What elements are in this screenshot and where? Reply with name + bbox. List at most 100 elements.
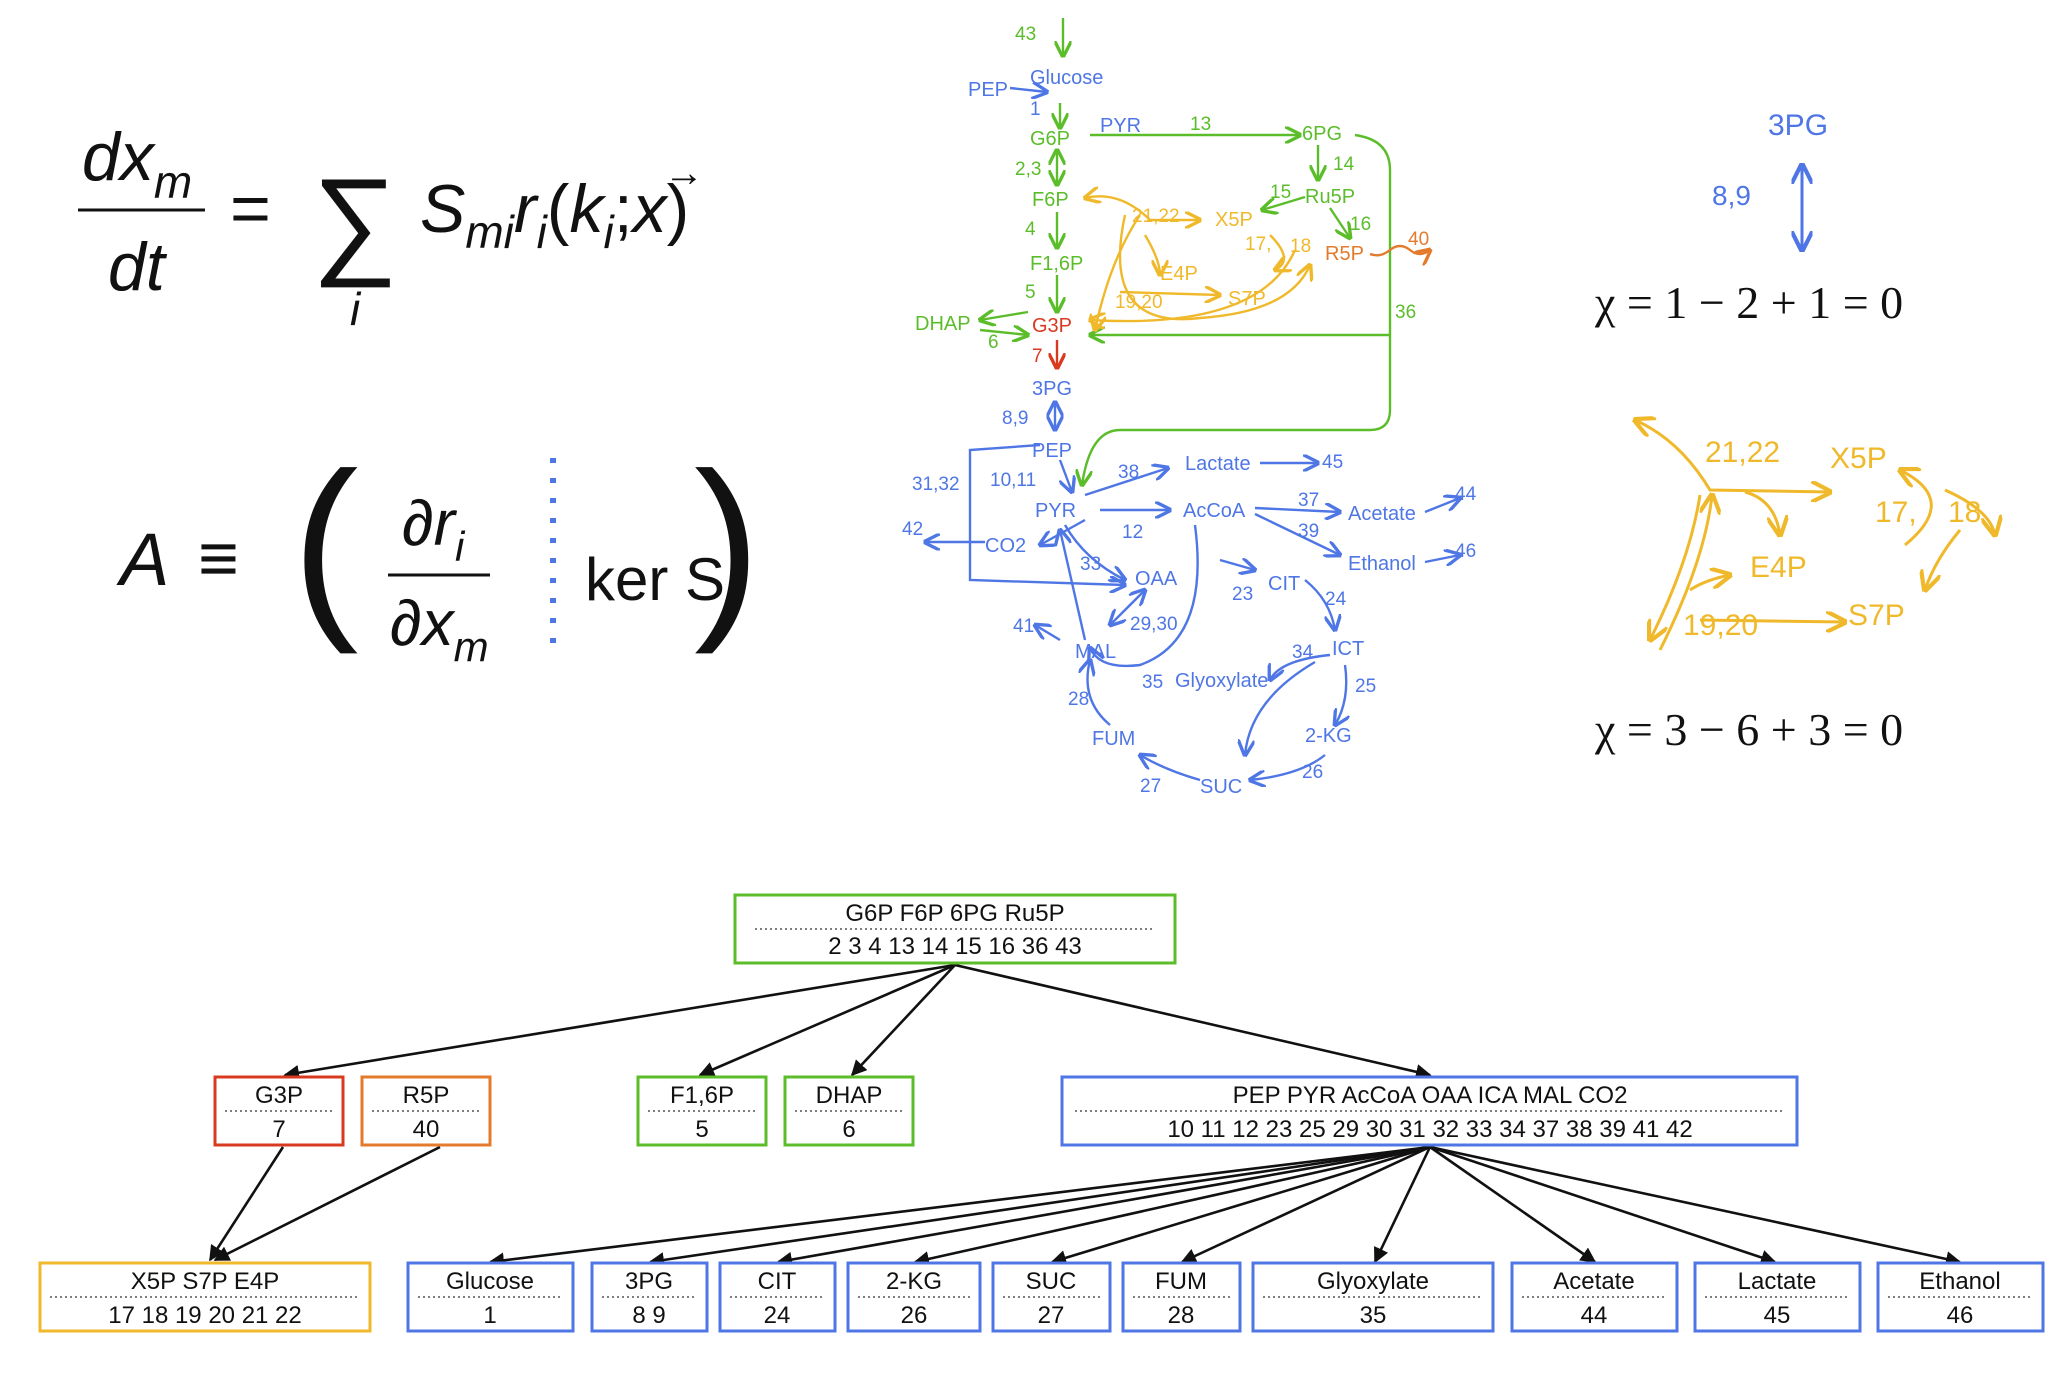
tree-cit-metabolites: CIT [758, 1268, 797, 1295]
tree-root-reactions: 2 3 4 13 14 15 16 36 43 [828, 933, 1082, 960]
a-right-paren: ) [694, 432, 761, 655]
a-symbol: A [116, 518, 169, 601]
ode-numerator: dxm [82, 119, 192, 208]
a-matrix-equation: A ≡ ( ∂ri ∂xm ker S ) [116, 432, 761, 670]
tree-glucose-metabolites: Glucose [446, 1268, 534, 1295]
tree-glucose-reactions: 1 [483, 1302, 496, 1329]
tree-lactate-reactions: 45 [1764, 1302, 1791, 1329]
tree-central-metabolites: PEP PYR AcCoA OAA ICA MAL CO2 [1233, 1082, 1628, 1109]
met-r5p: R5P [1325, 243, 1364, 265]
tree-x5p-reactions: 17 18 19 20 21 22 [108, 1302, 302, 1329]
tree-3pg-metabolites: 3PG [625, 1268, 673, 1295]
rxn-17: 17, [1245, 234, 1271, 255]
met-2kg: 2-KG [1305, 725, 1352, 747]
tree-edge-sub-fum [1180, 1145, 1431, 1264]
cycle2-edge-21-22 [1635, 420, 1830, 492]
decomposition-tree: G6P F6P 6PG Ru5P 2 3 4 13 14 15 16 36 43… [38, 893, 2045, 1333]
tree-edge-sub-2kg [913, 1145, 1431, 1267]
chi-equation-2: χ = 3 − 6 + 3 = 0 [1594, 704, 1903, 755]
met-acetate: Acetate [1348, 503, 1416, 525]
metabolite-labels: Glucose PEP PYR G6P 6PG F6P Ru5P X5P R5P… [915, 67, 1416, 798]
rxn-36: 36 [1395, 302, 1416, 323]
tree-central-reactions: 10 11 12 23 25 29 30 31 32 33 34 37 38 3… [1167, 1116, 1692, 1143]
tree-edge-sub-ethanol [1429, 1145, 1962, 1267]
rxn-35: 35 [1142, 672, 1163, 693]
tree-edge-sub-3pg [648, 1145, 1431, 1268]
tree-ethanol-reactions: 46 [1947, 1302, 1974, 1329]
met-s7p: S7P [1228, 288, 1266, 310]
tree-edge-root-dhap [850, 964, 956, 1077]
edge-44 [1424, 498, 1460, 514]
rxn-10-11: 10,11 [990, 470, 1036, 491]
met-g3p: G3P [1032, 315, 1072, 337]
cycle2-met-s7p: S7P [1848, 599, 1905, 632]
tree-node-cit: CIT 24 [718, 1261, 837, 1333]
edge-37 [1254, 508, 1340, 512]
cycle2-edge-e4p [1744, 490, 1780, 535]
ode-rhs: Smiri(ki;x) [420, 171, 689, 258]
tree-r5p-metabolites: R5P [403, 1082, 450, 1109]
tree-f16p-reactions: 5 [695, 1116, 708, 1143]
tree-edge-sub-acetate [1429, 1145, 1597, 1264]
tree-acetate-metabolites: Acetate [1553, 1268, 1634, 1295]
tree-edge-r5p-x5p [213, 1145, 441, 1262]
edge-10-11 [1060, 459, 1072, 492]
tree-node-2kg: 2-KG 26 [846, 1261, 982, 1333]
edge-mal-pyr [1060, 530, 1087, 641]
edge-39 [1254, 512, 1340, 555]
tree-edge-sub-glyox [1373, 1146, 1432, 1264]
edge-24 [1304, 579, 1335, 630]
rxn-24: 24 [1325, 589, 1347, 610]
met-cit: CIT [1268, 573, 1300, 595]
rxn-18: 18 [1290, 236, 1311, 257]
tree-suc-metabolites: SUC [1026, 1268, 1077, 1295]
cycle2-rxn-21-22: 21,22 [1705, 436, 1780, 469]
rxn-15: 15 [1270, 182, 1291, 203]
edge-46 [1424, 555, 1460, 562]
rxn-19-20: 19,20 [1115, 292, 1163, 313]
rxn-6: 6 [988, 332, 999, 353]
rxn-12: 12 [1122, 522, 1143, 543]
rxn-27: 27 [1140, 776, 1161, 797]
cycle2-edge-up-right [1658, 495, 1712, 651]
met-ru5p: Ru5P [1305, 186, 1355, 208]
a-partial-denominator: ∂xm [390, 587, 489, 670]
met-acoa: AcCoA [1183, 500, 1246, 522]
edge-glyox-suc [1245, 660, 1316, 755]
tree-edge-root-g3p [283, 963, 956, 1081]
tree-node-ethanol: Ethanol 46 [1876, 1261, 2045, 1333]
tree-node-glucose: Glucose 1 [406, 1261, 575, 1333]
met-pyr-top: PYR [1100, 115, 1141, 137]
met-6pg: 6PG [1302, 123, 1342, 145]
edge-pep-top [1009, 88, 1047, 92]
rxn-34: 34 [1292, 642, 1314, 663]
rxn-40: 40 [1408, 229, 1429, 250]
met-x5p: X5P [1215, 209, 1253, 231]
tree-edge-root-f16p [698, 963, 956, 1077]
tree-edge-sub-lactate [1429, 1145, 1777, 1265]
ode-equation: dxm dt = ∑ i Smiri(ki;x) → [78, 119, 704, 335]
rxn-7: 7 [1032, 346, 1043, 367]
tree-suc-reactions: 27 [1038, 1302, 1065, 1329]
tree-node-g3p: G3P 7 [213, 1075, 345, 1147]
rxn-33: 33 [1080, 554, 1101, 575]
tree-dhap-metabolites: DHAP [816, 1082, 883, 1109]
cycle2-met-x5p: X5P [1830, 442, 1887, 475]
rxn-38: 38 [1118, 462, 1139, 483]
tree-node-acetate: Acetate 44 [1510, 1261, 1679, 1333]
cycle1-reaction: 8,9 [1712, 180, 1751, 211]
a-partial-numerator: ∂ri [402, 487, 466, 570]
tree-lactate-metabolites: Lactate [1738, 1268, 1817, 1295]
edge-28 [1088, 660, 1111, 726]
met-suc: SUC [1200, 776, 1242, 798]
met-f16p: F1,6P [1030, 253, 1083, 275]
ode-vector-arrow: → [664, 151, 704, 195]
edge-35 [1090, 524, 1199, 668]
met-ict: ICT [1332, 638, 1364, 660]
rxn-2-3: 2,3 [1015, 159, 1041, 180]
met-e4p: E4P [1160, 263, 1198, 285]
cycle2-rxn-18: 18 [1948, 496, 1981, 529]
edge-21-22 [1085, 196, 1200, 220]
cycle2-edge-17-18 [1900, 470, 1933, 547]
met-ethanol: Ethanol [1348, 553, 1416, 575]
